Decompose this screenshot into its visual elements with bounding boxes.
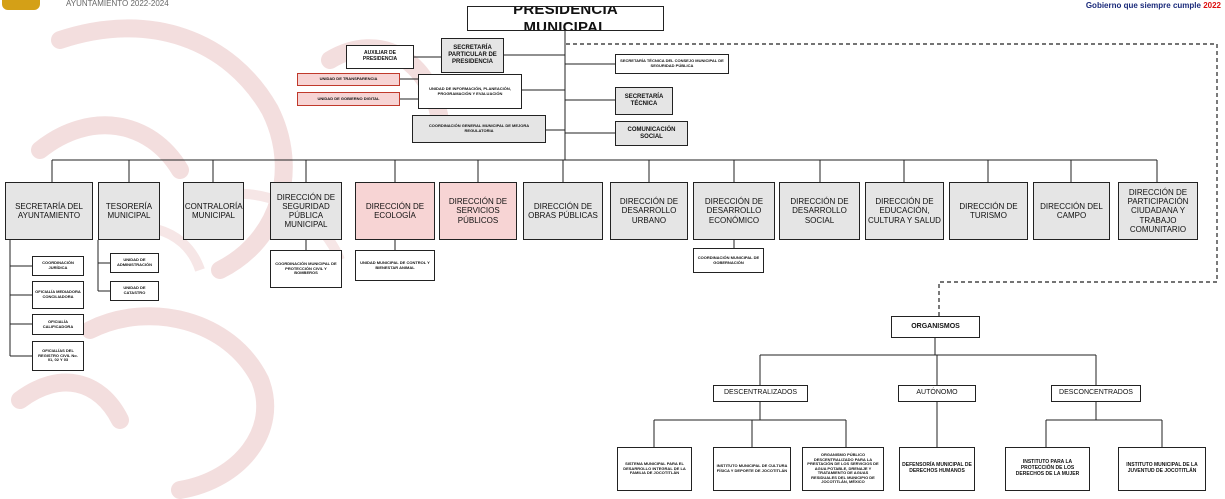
group-desconcentrados: DESCONCENTRADOS <box>1051 385 1141 402</box>
secretaria-particular-box: SECRETARÍA PARTICULAR DE PRESIDENCIA <box>441 38 504 73</box>
slogan-text: Gobierno que siempre cumple <box>1085 1 1201 10</box>
department-contraloria: CONTRALORÍA MUNICIPAL <box>183 182 244 240</box>
sub-gobernacion: COORDINACIÓN MUNICIPAL DE GOBERNACIÓN <box>693 248 764 273</box>
department-desarrollo-social: DIRECCIÓN DE DESARROLLO SOCIAL <box>779 182 860 240</box>
sub-proteccion-civil: COORDINACIÓN MUNICIPAL DE PROTECCIÓN CIV… <box>270 250 342 288</box>
unidad-transparencia-box: UNIDAD DE TRANSPARENCIA <box>297 73 400 86</box>
secretaria-tecnica-box: SECRETARÍA TÉCNICA <box>615 87 673 115</box>
sub-coordinacion-juridica: COORDINACIÓN JURÍDICA <box>32 256 84 276</box>
department-educacion-cultura-salud: DIRECCIÓN DE EDUCACIÓN, CULTURA Y SALUD <box>865 182 944 240</box>
sub-oficialia-calificadora: OFICIALÍA CALIFICADORA <box>32 314 84 335</box>
sub-bienestar-animal: UNIDAD MUNICIPAL DE CONTROL Y BIENESTAR … <box>355 250 435 281</box>
department-secretaria-ayuntamiento: SECRETARÍA DEL AYUNTAMIENTO <box>5 182 93 240</box>
organismo-dif: SISTEMA MUNICIPAL PARA EL DESARROLLO INT… <box>617 447 692 491</box>
organismo-derechos-mujer: INSTITUTO PARA LA PROTECCIÓN DE LOS DERE… <box>1005 447 1090 491</box>
sub-oficialia-mediadora: OFICIALÍA MEDIADORA CONCILIADORA <box>32 281 84 309</box>
department-desarrollo-urbano: DIRECCIÓN DE DESARROLLO URBANO <box>610 182 688 240</box>
secretaria-tecnica-consejo-box: SECRETARÍA TÉCNICA DEL CONSEJO MUNICIPAL… <box>615 54 729 74</box>
department-ecologia: DIRECCIÓN DE ECOLOGÍA <box>355 182 435 240</box>
department-servicios-publicos: DIRECCIÓN DE SERVICIOS PÚBLICOS <box>439 182 517 240</box>
sub-unidad-administracion: UNIDAD DE ADMINISTRACIÓN <box>110 253 159 273</box>
coordinacion-mejora-regulatoria-box: COORDINACIÓN GENERAL MUNICIPAL DE MEJORA… <box>412 115 546 143</box>
department-turismo: DIRECCIÓN DE TURISMO <box>949 182 1028 240</box>
organismo-cultura-fisica: INSTITUTO MUNICIPAL DE CULTURA FÍSICA Y … <box>713 447 791 491</box>
auxiliar-presidencia-box: AUXILIAR DE PRESIDENCIA <box>346 45 414 69</box>
department-tesoreria: TESORERÍA MUNICIPAL <box>98 182 160 240</box>
organismo-derechos-humanos: DEFENSORÍA MUNICIPAL DE DERECHOS HUMANOS <box>899 447 975 491</box>
group-autonomo: AUTÓNOMO <box>898 385 976 402</box>
department-participacion-ciudadana: DIRECCIÓN DE PARTICIPACIÓN CIUDADANA Y T… <box>1118 182 1198 240</box>
group-descentralizados: DESCENTRALIZADOS <box>713 385 808 402</box>
slogan: Gobierno que siempre cumple 2022 <box>1086 1 1221 10</box>
organismo-agua-potable: ORGANISMO PÚBLICO DESCENTRALIZADO PARA L… <box>802 447 884 491</box>
organismos-box: ORGANISMOS <box>891 316 980 338</box>
presidencia-municipal-box: PRESIDENCIA MUNICIPAL <box>467 6 664 31</box>
department-seguridad-publica: DIRECCIÓN DE SEGURIDAD PÚBLICA MUNICIPAL <box>270 182 342 240</box>
sub-unidad-catastro: UNIDAD DE CATASTRO <box>110 281 159 301</box>
department-desarrollo-economico: DIRECCIÓN DE DESARROLLO ECONÓMICO <box>693 182 775 240</box>
slogan-year: 2022 <box>1203 1 1221 10</box>
sub-registro-civil: OFICIALÍAS DEL REGISTRO CIVIL No. 01, 02… <box>32 341 84 371</box>
unidad-informacion-box: UNIDAD DE INFORMACIÓN, PLANEACIÓN, PROGR… <box>418 74 522 109</box>
department-campo: DIRECCIÓN DEL CAMPO <box>1033 182 1110 240</box>
administration-period: AYUNTAMIENTO 2022-2024 <box>66 0 169 8</box>
department-obras-publicas: DIRECCIÓN DE OBRAS PÚBLICAS <box>523 182 603 240</box>
unidad-gobierno-digital-box: UNIDAD DE GOBIERNO DIGITAL <box>297 92 400 106</box>
organismo-juventud: INSTITUTO MUNICIPAL DE LA JUVENTUD DE JO… <box>1118 447 1206 491</box>
comunicacion-social-box: COMUNICACIÓN SOCIAL <box>615 121 688 146</box>
municipal-logo <box>2 0 40 10</box>
